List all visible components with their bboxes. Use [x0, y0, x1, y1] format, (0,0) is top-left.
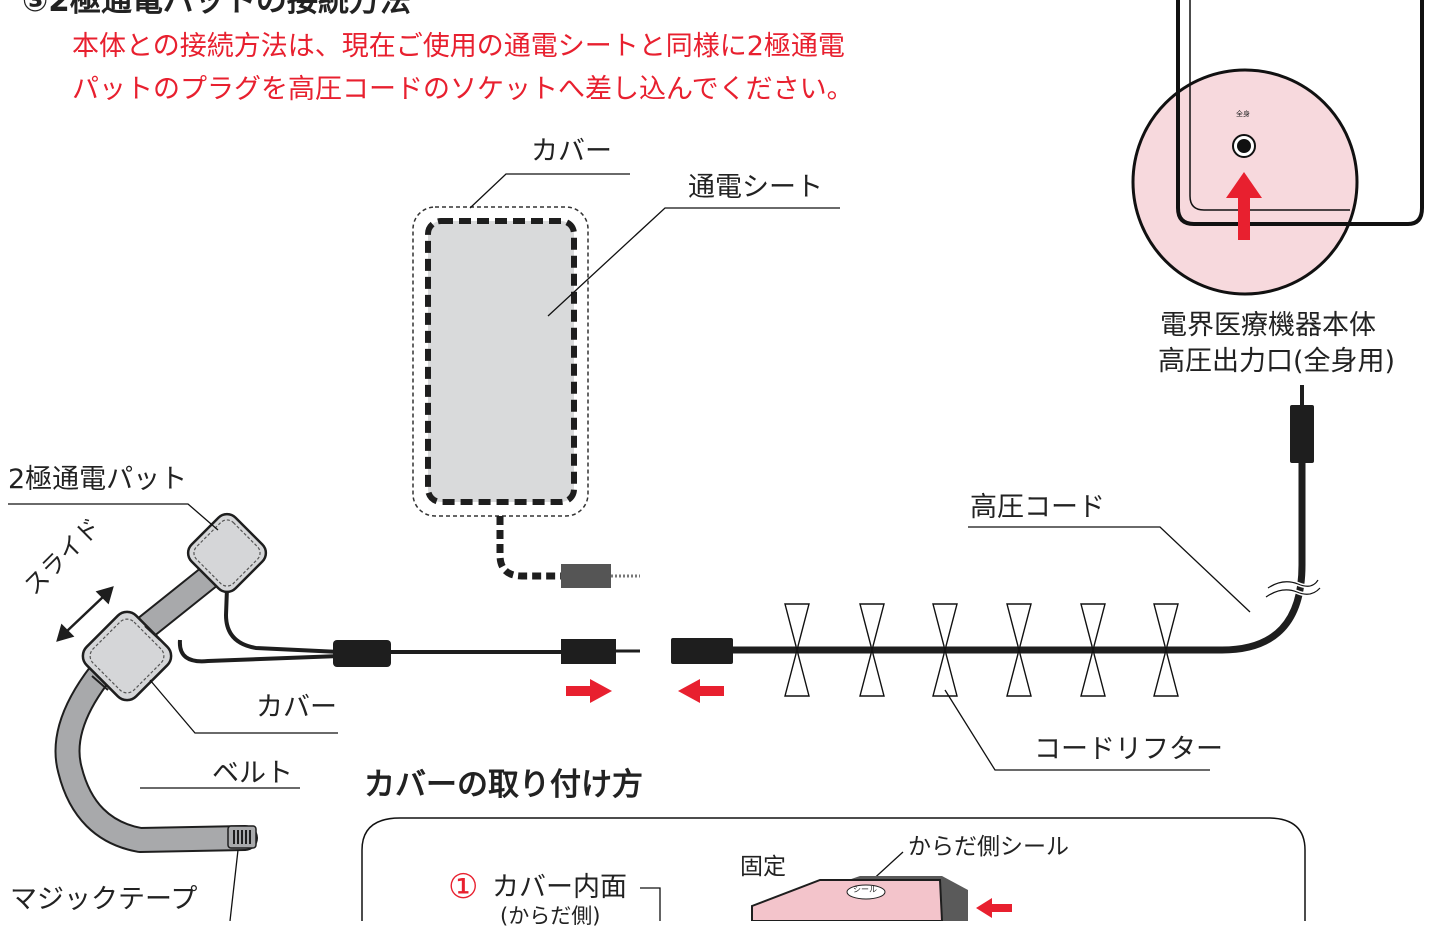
- sheet-label: 通電シート: [688, 172, 823, 203]
- instruction-line-1: 本体との接続方法は、現在ご使用の通電シートと同様に2極通電: [72, 31, 845, 62]
- cord-lifters: [784, 603, 1179, 697]
- arrow-up-icon: [1226, 172, 1262, 240]
- magic-tape-label: マジックテープ: [10, 884, 198, 915]
- cover-top-label: カバー: [531, 136, 612, 167]
- device-outline: [1176, 0, 1424, 226]
- cord-lifter-label: コードリフター: [1034, 734, 1223, 765]
- pad-leader: [8, 503, 219, 531]
- device-inner-outline: [1189, 0, 1350, 211]
- cord-lifter: [932, 603, 958, 697]
- high-voltage-cord: [671, 385, 1322, 664]
- cord-lifter: [859, 603, 885, 697]
- arrow-left-icon: [678, 679, 724, 703]
- connect-arrows: [566, 679, 724, 703]
- cover-inner-pink: [751, 879, 944, 921]
- arrow-left-small-icon: [976, 898, 1012, 918]
- device-name-label: 電界医療機器本体: [1160, 310, 1376, 341]
- output-port-icon: [1237, 139, 1251, 153]
- device-port-label: 全身: [1236, 110, 1250, 118]
- cord-lifter: [784, 603, 810, 697]
- instruction-line-2: パットのプラグを高圧コードのソケットへ差し込んでください。: [72, 74, 854, 105]
- sheet-body: [428, 221, 574, 502]
- cord-label: 高圧コード: [970, 492, 1105, 523]
- attach-title: カバーの取り付け方: [364, 767, 643, 803]
- step1-sub-label: (からだ側): [500, 904, 601, 928]
- attach-panel: [361, 817, 1306, 921]
- section-heading: ③2極通電パットの接続方法: [22, 0, 411, 19]
- magic-tape-patch: [233, 830, 251, 844]
- slide-arrow-icon: [56, 586, 114, 642]
- sheet-stitch: [425, 218, 577, 505]
- cover-pad-leader: [149, 679, 338, 734]
- device-output-label: 高圧出力口(全身用): [1158, 346, 1396, 377]
- cord-socket: [671, 638, 733, 664]
- sheet-plug: [561, 564, 611, 588]
- belt-strap: [56, 565, 256, 851]
- pad-upper: [186, 512, 268, 594]
- cord-lifter: [1080, 603, 1106, 697]
- device-unit: [1131, 0, 1424, 296]
- pad-assembly: [54, 512, 640, 853]
- cover-pad-label: カバー: [256, 692, 337, 723]
- arrow-right-icon: [566, 679, 612, 703]
- cord-lifter: [1006, 603, 1032, 697]
- cord-leader: [968, 526, 1251, 613]
- seal-tag: シール: [853, 885, 877, 894]
- step1-number: ①: [448, 867, 479, 907]
- pad-plug: [561, 639, 616, 664]
- cord-lifter: [1153, 603, 1179, 697]
- body-seal-label: からだ側シール: [908, 834, 1069, 860]
- step1-label: カバー内面: [492, 872, 627, 903]
- pad-label: 2極通電パット: [8, 464, 188, 495]
- belt-label: ベルト: [212, 758, 293, 789]
- cover-top-leader: [469, 173, 630, 209]
- sheet-leader: [547, 207, 840, 317]
- cord-strain-relief: [1290, 405, 1314, 463]
- cord-lifter-leader: [944, 689, 1210, 771]
- magic-tape-leader: [229, 849, 239, 921]
- fixed-label: 固定: [740, 854, 786, 880]
- sheet-with-cover: [412, 206, 640, 588]
- pad-cord-joint: [333, 640, 391, 667]
